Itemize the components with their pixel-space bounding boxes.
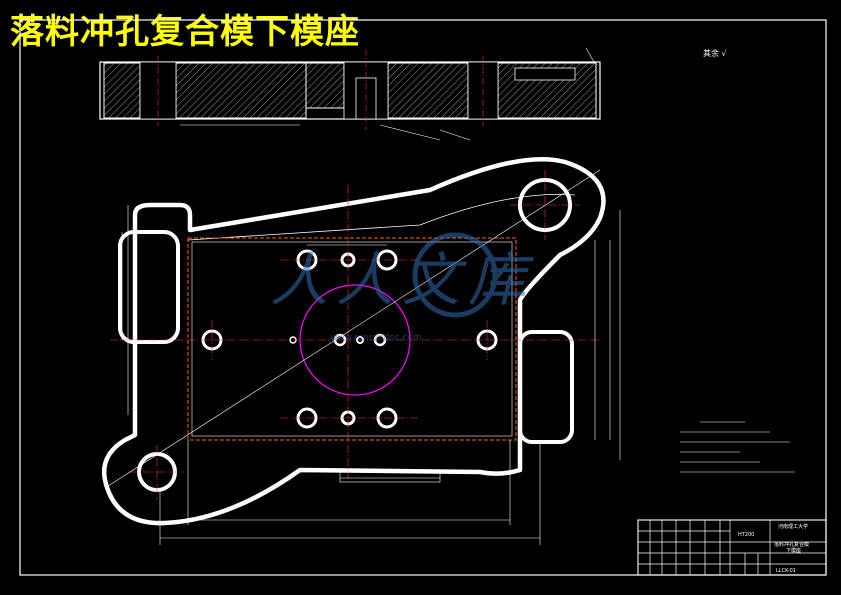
section-hatch-left — [103, 62, 141, 119]
pocket-left — [118, 230, 180, 344]
plan-inner-outline — [187, 194, 576, 241]
plan-outline — [101, 157, 606, 526]
watermark-text: 人人文库 — [270, 246, 534, 314]
title-block-text: HT200 河南理工大学 落料冲孔复合模 下模座 LLCK-01 — [738, 523, 809, 574]
section-leader-2 — [439, 129, 471, 141]
section-step-2 — [514, 67, 576, 81]
watermark: 人人文库 www.renrendoc.com — [270, 232, 534, 343]
dimension-lines — [121, 205, 621, 545]
title-block — [637, 519, 827, 576]
tech-requirements — [680, 421, 795, 473]
watermark-ring — [412, 232, 498, 318]
drawing-title: 落料冲孔复合模下模座 — [10, 12, 360, 52]
title-block-material: HT200 — [738, 532, 754, 538]
title-block-part: 下模座 — [786, 547, 801, 554]
plan-view — [101, 157, 621, 545]
section-hatch-mid-left — [175, 62, 307, 119]
section-hatch-mid — [305, 62, 345, 109]
section-hatch-mid-right — [387, 62, 469, 119]
title-block-drawing-no: LLCK-01 — [776, 568, 796, 574]
working-area-inner — [191, 241, 513, 437]
pocket-right — [518, 330, 574, 444]
section-view — [99, 47, 601, 141]
center-lines — [110, 170, 600, 500]
watermark-url: www.renrendoc.com — [330, 333, 422, 343]
section-leader-3 — [585, 47, 595, 63]
title-block-school: 河南理工大学 — [778, 523, 808, 530]
roughness-note: 其余 √ — [703, 48, 727, 59]
roughness-symbol-icon: √ — [721, 49, 727, 58]
roughness-label: 其余 — [703, 49, 719, 58]
diagonal-line — [104, 169, 601, 489]
section-leader-1 — [379, 124, 441, 141]
working-area — [187, 237, 517, 441]
title-block-project: 落料冲孔复合模 — [774, 541, 809, 548]
drawing-border — [19, 19, 827, 576]
